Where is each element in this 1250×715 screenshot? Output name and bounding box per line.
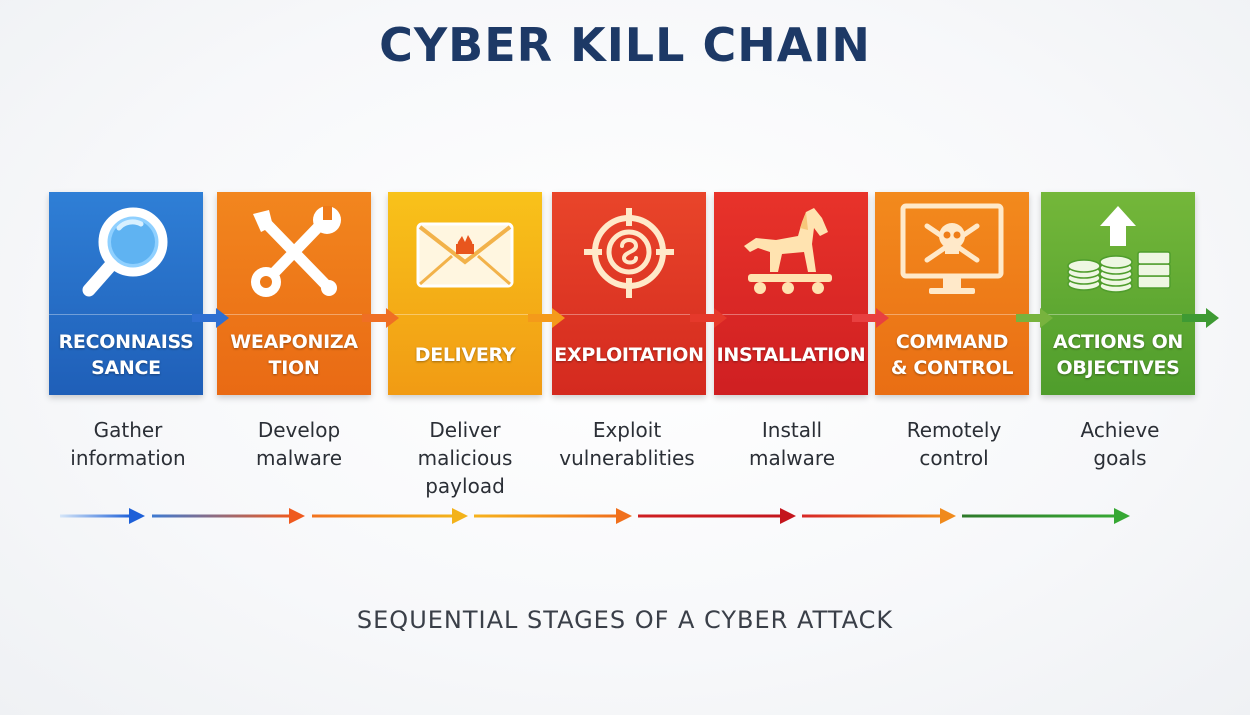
- stage-label: ACTIONS ON OBJECTIVES: [1052, 331, 1184, 379]
- page-subtitle: SEQUENTIAL STAGES OF A CYBER ATTACK: [356, 606, 894, 634]
- flow-arrowhead-icon: [289, 508, 305, 524]
- stage-description: Gather information: [70, 418, 186, 470]
- trojan-horse-icon: [744, 208, 832, 294]
- stage-actions-on-objectives: ACTIONS ON OBJECTIVES: [1041, 192, 1195, 395]
- flow-line: [60, 514, 131, 518]
- stage-label: WEAPONIZA TION: [230, 331, 358, 379]
- tools-icon: [251, 206, 341, 297]
- stage-label: INSTALLATION: [716, 344, 866, 366]
- stage-label: EXPLOITATION: [554, 344, 704, 366]
- flow-line: [474, 514, 618, 518]
- connector-arrow-icon: [192, 308, 229, 328]
- stage-weaponization: WEAPONIZA TION: [217, 192, 371, 395]
- flow-arrows: [60, 508, 1130, 524]
- stage-label: COMMAND & CONTROL: [890, 331, 1014, 379]
- flow-arrowhead-icon: [616, 508, 632, 524]
- connector-arrow-icon: [1016, 308, 1053, 328]
- connector-arrow-icon: [690, 308, 727, 328]
- page-title: CYBER KILL CHAIN: [379, 18, 871, 72]
- magnifier-icon: [82, 207, 168, 297]
- connector-arrow-icon: [362, 308, 399, 328]
- stage-delivery: DELIVERY: [388, 192, 542, 395]
- flow-line: [638, 514, 782, 518]
- flow-line: [312, 514, 454, 518]
- envelope-icon: [416, 222, 514, 288]
- stage-label: DELIVERY: [414, 344, 516, 366]
- stage-description: Achieve goals: [1080, 418, 1160, 470]
- stage-exploitation: EXPLOITATION: [552, 192, 706, 395]
- stage-description: Exploit vulnerablities: [559, 418, 695, 470]
- stage-command-control: COMMAND & CONTROL: [875, 192, 1029, 395]
- flow-arrowhead-icon: [129, 508, 145, 524]
- money-arrow-icon: [1067, 206, 1171, 293]
- skull-monitor-icon: [900, 203, 1004, 294]
- stage-description: Remotely control: [906, 418, 1002, 470]
- stage-installation: INSTALLATION: [714, 192, 868, 395]
- flow-arrowhead-icon: [1114, 508, 1130, 524]
- flow-arrowhead-icon: [452, 508, 468, 524]
- flow-line: [962, 514, 1116, 518]
- flow-arrowhead-icon: [940, 508, 956, 524]
- connector-arrow-icon: [852, 308, 889, 328]
- stage-description: Install malware: [749, 418, 835, 470]
- flow-arrowhead-icon: [780, 508, 796, 524]
- stage-reconnaissance: RECONNAISS SANCE: [49, 192, 203, 395]
- target-icon: [584, 208, 674, 298]
- stage-description: Develop malware: [256, 418, 342, 470]
- stage-description: Deliver malicious payload: [417, 418, 513, 498]
- connector-arrow-icon: [528, 308, 565, 328]
- flow-line: [152, 514, 291, 518]
- flow-line: [802, 514, 942, 518]
- connector-arrow-icon: [1182, 308, 1219, 328]
- stage-label: RECONNAISS SANCE: [58, 331, 194, 379]
